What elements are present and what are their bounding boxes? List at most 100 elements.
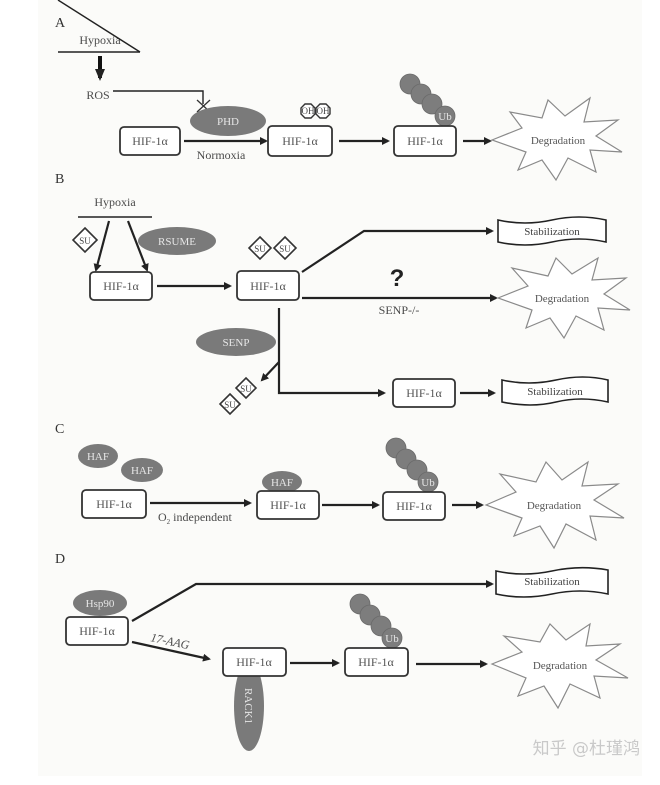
hypoxia-label: Hypoxia (94, 195, 136, 209)
sumo-free: SU (71, 226, 99, 254)
hif1a-label: HIF-1α (407, 134, 443, 148)
desumoylation-arrow (277, 308, 386, 397)
hsp90-protein (73, 590, 127, 616)
hif1a-label: HIF-1α (132, 134, 168, 148)
o2-text: O (158, 510, 167, 524)
ubiquitin-chain: Ub (385, 437, 439, 493)
ub-label: Ub (385, 633, 399, 645)
hif1a-label: HIF-1α (406, 386, 442, 400)
panel-b: B Hypoxia SU RSUME HIF-1α SU SU HIF-1α S… (55, 172, 631, 416)
17-aag-arrow (131, 640, 211, 662)
hif1a-label: HIF-1α (236, 655, 272, 669)
haf-label: HAF (131, 465, 153, 477)
phd-enzyme (190, 106, 266, 136)
hif1a-sumoylated-box (236, 270, 300, 301)
hif1a-label: HIF-1α (103, 279, 139, 293)
panel-a-label: A (55, 16, 66, 31)
hydroxyl-group-2: OH (315, 103, 331, 119)
o2-subscript: 2 (167, 518, 171, 526)
hif1a-ubiquitinated-box (393, 125, 457, 157)
hif1a-ubiquitinated-box (344, 647, 409, 677)
hif1a-label: HIF-1α (96, 497, 132, 511)
hif1a-hsp90-bound-box (65, 616, 129, 646)
degradation-label: Degradation (527, 500, 582, 512)
panel-c-label: C (55, 422, 64, 437)
haf-label: HAF (87, 451, 109, 463)
degradation-burst (496, 256, 631, 340)
oh-label: OH (302, 106, 315, 116)
o2-independent-label: O2 independent (158, 510, 232, 526)
hif1a-label: HIF-1α (282, 134, 318, 148)
sumo-released-1: SU (218, 392, 242, 416)
degradation-label: Degradation (533, 660, 588, 672)
question-mark: ? (390, 265, 405, 292)
hif1a-box (89, 271, 153, 301)
hif1a-box (119, 126, 181, 156)
hif1a-label: HIF-1α (250, 279, 286, 293)
hydroxyl-group-1: OH (300, 103, 316, 119)
degradation-label: Degradation (531, 135, 586, 147)
haf-protein-bound (262, 471, 302, 493)
hif1a-box (81, 489, 147, 519)
to-stabilization-arrow (131, 580, 494, 622)
panel-c: C HAF HAF HIF-1α O2 independent HAF HIF-… (55, 422, 625, 550)
watermark: 知乎 @杜瑾鸿 (533, 739, 640, 759)
sumo-released-2: SU (234, 376, 258, 400)
stabilization-banner (495, 566, 609, 598)
haf-label: HAF (271, 477, 293, 489)
rsume-protein (138, 227, 216, 255)
su-label: SU (240, 384, 252, 394)
oh-label: OH (317, 106, 330, 116)
ubiquitin-chain: Ub (349, 593, 403, 649)
panel-d-label: D (55, 552, 65, 567)
rsume-label: RSUME (158, 236, 196, 248)
stabilization-banner-bottom (501, 376, 609, 406)
su-label: SU (254, 244, 266, 254)
haf-protein-1 (78, 444, 118, 468)
hsp90-label: Hsp90 (86, 598, 115, 610)
senp-knockout-label: SENP-/- (379, 303, 420, 317)
independent-text: independent (170, 510, 232, 524)
su-label: SU (79, 236, 91, 246)
hif1a-haf-bound-box (256, 490, 320, 520)
hif1a-label: HIF-1α (358, 655, 394, 669)
normoxia-label: Normoxia (197, 148, 246, 162)
hif1a-label: HIF-1α (396, 499, 432, 513)
panel-b-label: B (55, 172, 64, 187)
degradation-burst (490, 622, 629, 710)
ros-label: ROS (86, 88, 109, 102)
sumo-attached-2: SU (272, 235, 298, 261)
stabilization-label: Stabilization (524, 576, 580, 588)
rack1-protein (234, 661, 264, 751)
hif1a-ubiquitinated-box (382, 491, 446, 521)
panel-d: D Hsp90 HIF-1α Stabilization 17-AAG RACK… (55, 552, 629, 751)
hif1a-label: HIF-1α (270, 498, 306, 512)
hif1a-hydroxylated-box (267, 125, 333, 157)
su-label: SU (279, 244, 291, 254)
hif1a-label: HIF-1α (79, 624, 115, 638)
hypoxia-label: Hypoxia (79, 33, 121, 47)
ub-label: Ub (421, 477, 435, 489)
sumo-attached-1: SU (247, 235, 273, 261)
su-label: SU (224, 400, 236, 410)
stabilization-banner-top (497, 216, 607, 246)
degradation-burst (484, 460, 625, 550)
senp-enzyme (196, 328, 276, 356)
hif1a-rack1-bound-box (222, 647, 287, 677)
hypoxia-right-arrow (126, 220, 149, 272)
ub-label: Ub (438, 111, 452, 123)
stabilization-label: Stabilization (524, 226, 580, 238)
stabilization-label: Stabilization (527, 386, 583, 398)
phd-label: PHD (217, 116, 239, 128)
to-stabilization-top-arrow (301, 227, 494, 273)
hif1a-desumoylated-box (392, 378, 456, 408)
hypoxia-bar (57, 0, 141, 53)
hypoxia-left-arrow (93, 220, 111, 272)
ros-inhibition-line (113, 90, 204, 104)
degradation-burst (490, 96, 623, 182)
sumo-release-arrow (260, 361, 280, 382)
degradation-label: Degradation (535, 293, 590, 305)
panel-a: A Hypoxia ROS PHD HIF-1α Normoxia OH OH … (55, 0, 623, 182)
rack1-label: RACK1 (242, 688, 254, 724)
